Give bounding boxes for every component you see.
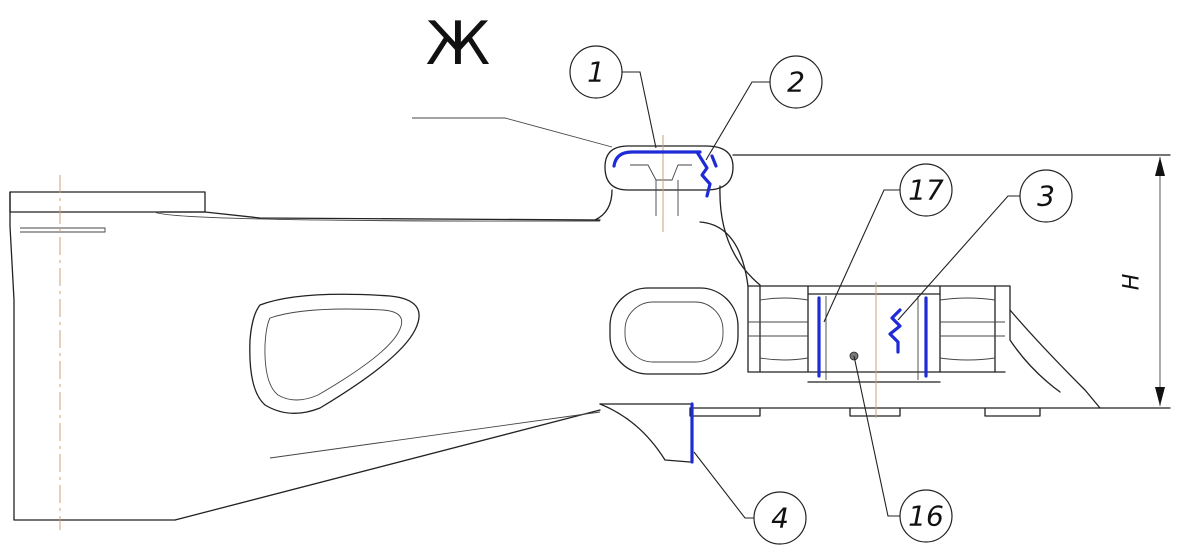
callout-4: 4: [753, 491, 807, 545]
dimension-h: H: [1120, 157, 1165, 406]
callout-3: 3: [1019, 169, 1073, 223]
left-window: [249, 293, 420, 414]
bottom-diagonal: [174, 409, 601, 521]
view-label: Ж: [426, 9, 491, 79]
center-window: [609, 287, 739, 375]
center-lines: [59, 135, 877, 530]
top-edge: [159, 211, 601, 221]
left-slot: [20, 227, 106, 233]
callout-17: 17: [899, 163, 953, 217]
leaders: [412, 71, 1020, 519]
callout-1: 1: [569, 45, 623, 99]
top-boss: [604, 145, 1171, 216]
dimension-label: H: [1120, 274, 1145, 291]
defect-marks: [612, 150, 928, 464]
callout-17-label: 17: [908, 174, 944, 207]
defect-3-crack: [888, 308, 902, 354]
right-assembly: [689, 285, 1171, 417]
defect-1: [612, 150, 702, 168]
left-riser: [594, 189, 613, 221]
top-block: [9, 191, 206, 213]
right-riser: [719, 185, 761, 286]
callout-16: 16: [899, 489, 953, 543]
defect-2: [695, 150, 712, 198]
callout-2: 2: [769, 55, 823, 109]
callout-4-label: 4: [771, 502, 789, 535]
part-outline: [9, 185, 761, 521]
callout-1-label: 1: [587, 56, 605, 89]
left-edge: [9, 191, 176, 521]
callout-16-label: 16: [908, 500, 944, 533]
bottom-chamfer: [599, 403, 691, 463]
callout-2-label: 2: [787, 66, 805, 99]
callout-3-label: 3: [1037, 180, 1055, 213]
